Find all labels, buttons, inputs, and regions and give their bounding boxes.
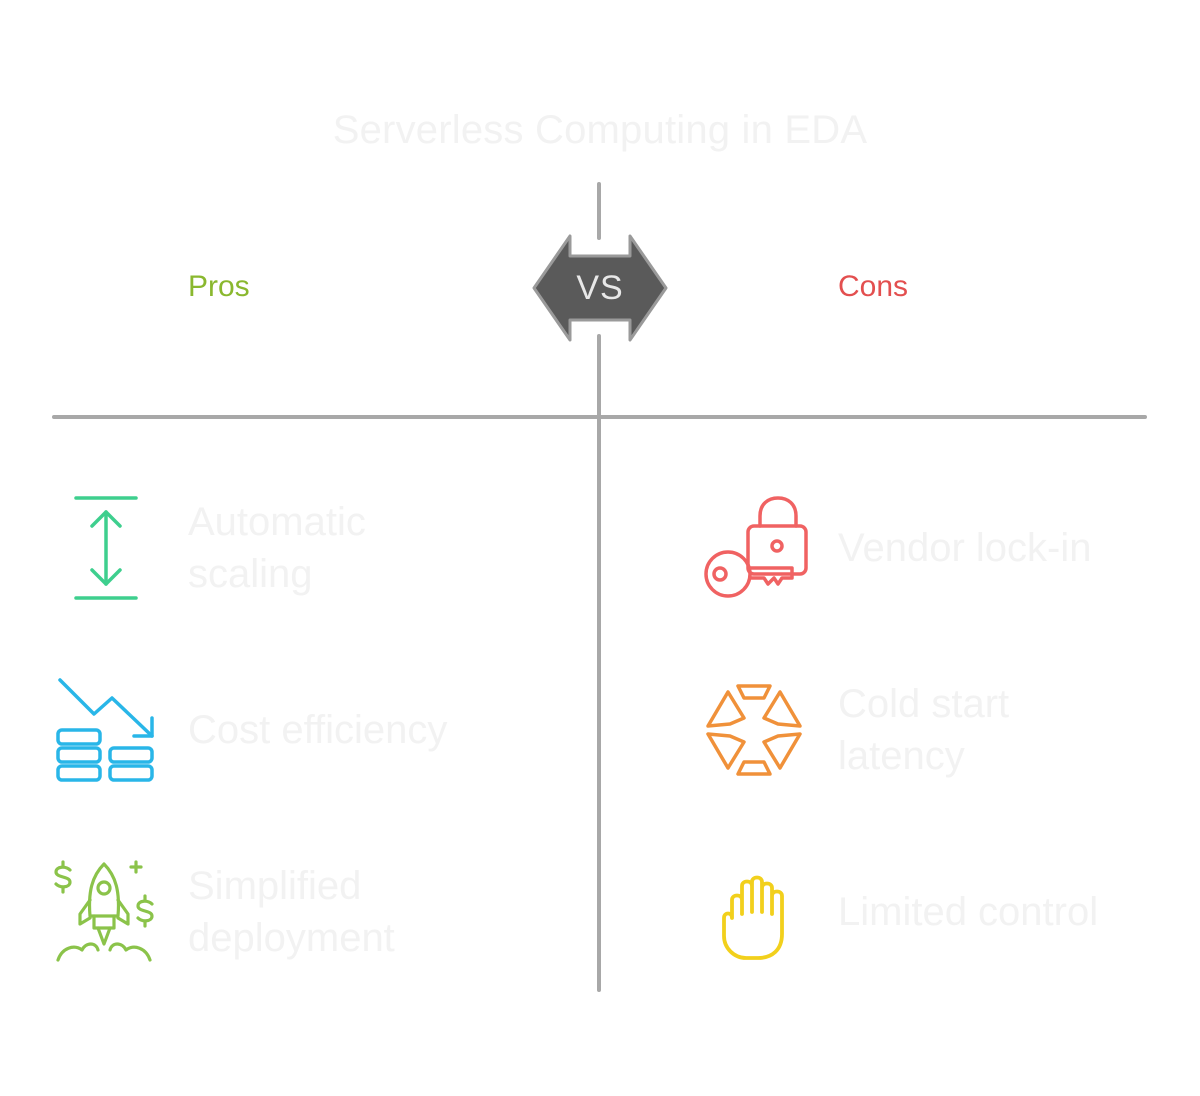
rocket-dollar-icon xyxy=(54,860,154,962)
vs-badge xyxy=(532,234,668,342)
pros-item-3-line1: Simplified xyxy=(188,864,362,908)
cons-item-vendor-lock-in: Vendor lock-in xyxy=(838,522,1091,574)
pros-item-1-line1: Automatic xyxy=(188,500,366,544)
vertical-divider-bottom xyxy=(597,334,601,992)
cons-item-2-line1: Cold start xyxy=(838,682,1010,726)
vertical-divider-top xyxy=(597,182,601,240)
pros-item-simplified-deployment: Simplified deployment xyxy=(188,860,395,964)
pros-item-1-line2: scaling xyxy=(188,552,313,596)
hexagon-cycle-icon xyxy=(706,684,802,776)
pros-item-automatic-scaling: Automatic scaling xyxy=(188,496,366,600)
pros-item-cost-efficiency: Cost efficiency xyxy=(188,704,447,756)
cons-item-1-line1: Vendor lock-in xyxy=(838,526,1092,570)
cons-item-3-line1: Limited control xyxy=(838,890,1099,934)
pros-heading: Pros xyxy=(188,270,250,303)
diagram-title: Serverless Computing in EDA xyxy=(332,108,868,152)
pros-item-2-line1: Cost efficiency xyxy=(188,708,448,752)
cons-item-limited-control: Limited control xyxy=(838,886,1098,938)
lock-key-icon xyxy=(704,496,808,598)
cons-item-cold-start-latency: Cold start latency xyxy=(838,678,1009,782)
cons-heading: Cons xyxy=(838,270,909,303)
raised-hand-icon xyxy=(722,875,784,960)
vertical-arrows-icon xyxy=(74,496,138,600)
horizontal-divider xyxy=(52,415,1147,419)
pros-item-3-line2: deployment xyxy=(188,916,395,960)
cons-item-2-line2: latency xyxy=(838,734,965,778)
vs-label: VS xyxy=(576,269,624,307)
falling-coins-icon xyxy=(56,678,154,782)
